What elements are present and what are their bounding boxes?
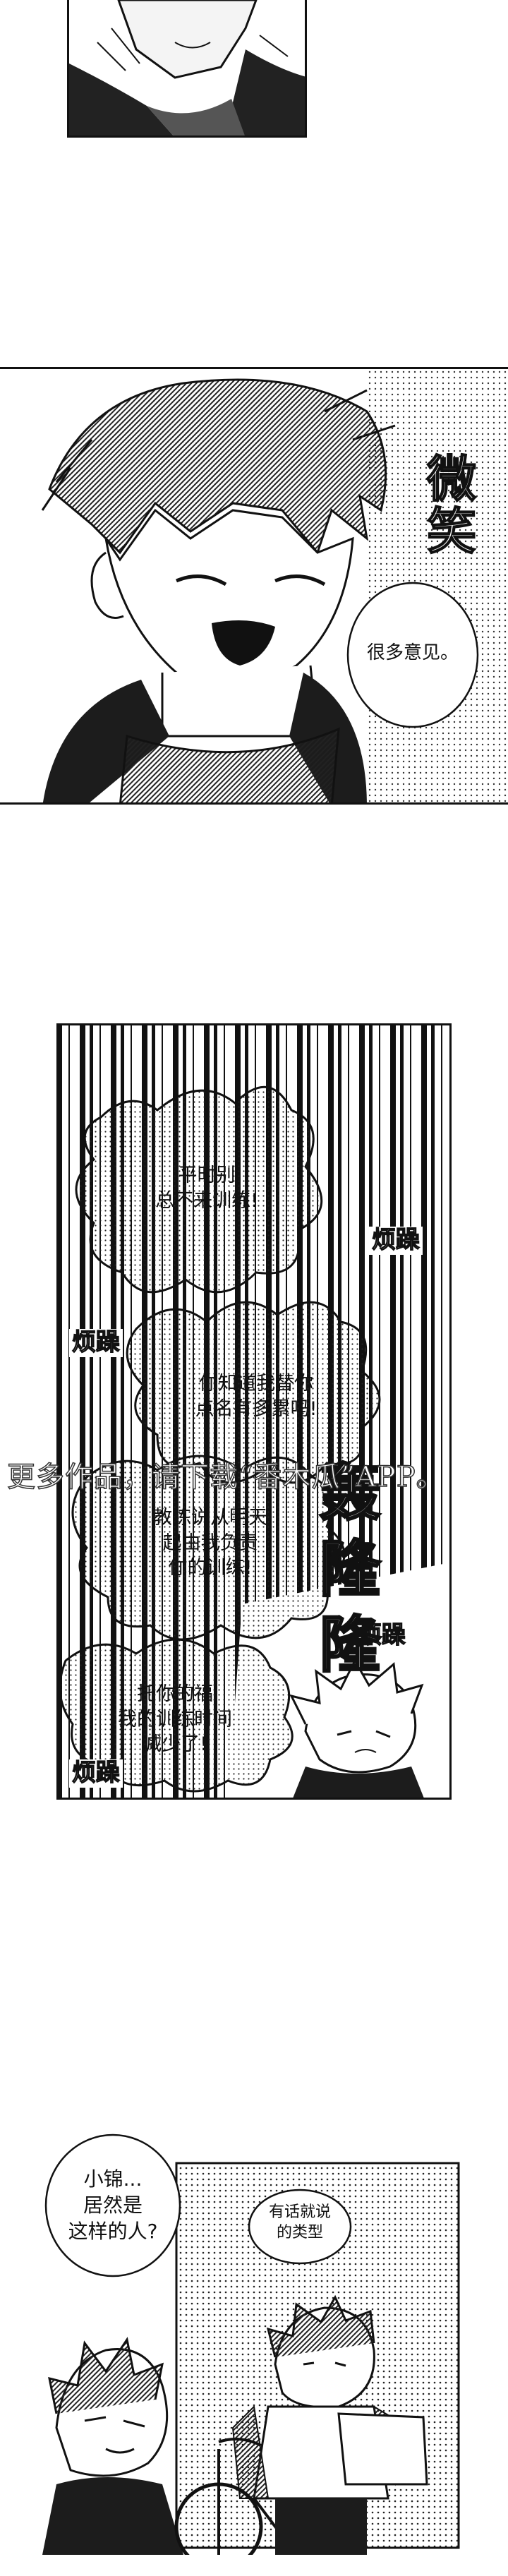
speech-bubble-p4-left xyxy=(44,2133,181,2277)
speech-text-p2: 很多意见。 xyxy=(366,642,459,663)
panel-1 xyxy=(67,0,307,138)
speech-bubble-p2 xyxy=(346,582,479,728)
speech-text-p3-2: 你知道我替你 点名有多累吗! xyxy=(195,1373,318,1420)
panel-1-art xyxy=(69,0,305,136)
sfx-irritated-1: 烦躁 xyxy=(369,1227,423,1255)
panel-2: 微 笑 很多意见。 xyxy=(0,367,508,805)
sfx-rumble: 轰 隆 隆 xyxy=(319,1457,382,1682)
sfx-irritated-2: 烦躁 xyxy=(69,1329,123,1357)
watermark: 更多作品，请下载“番木瓜”APP。 xyxy=(6,1460,445,1494)
speech-text-p3-4: 托你的福 我的训练时间 减少了! xyxy=(118,1683,232,1756)
panel-4: 小锦... 居然是 这样的人? 有话就说 的类型 xyxy=(42,2131,466,2555)
speech-text-p3-1: 平时别 总不来训练! xyxy=(155,1164,258,1212)
speech-text-p4-left: 小锦... 居然是 这样的人? xyxy=(68,2167,158,2243)
speech-text-p3-3: 教练说从明天 起由我负责 你的训练! xyxy=(153,1507,267,1579)
panel-3-bursts xyxy=(59,1085,449,1798)
speech-bubble-p4-right xyxy=(248,2189,352,2265)
sfx-irritated-4: 烦躁 xyxy=(69,1759,123,1788)
chibi-character xyxy=(289,1658,424,1798)
panel-3: 平时别 总不来训练! 你知道我替你 点名有多累吗! 教练说从明天 起由我负责 你… xyxy=(56,1023,452,1800)
sfx-smile: 微 笑 xyxy=(426,450,477,560)
sfx-irritated-3: 烦躁 xyxy=(355,1622,409,1650)
speech-text-p4-right: 有话就说 的类型 xyxy=(268,2203,331,2242)
